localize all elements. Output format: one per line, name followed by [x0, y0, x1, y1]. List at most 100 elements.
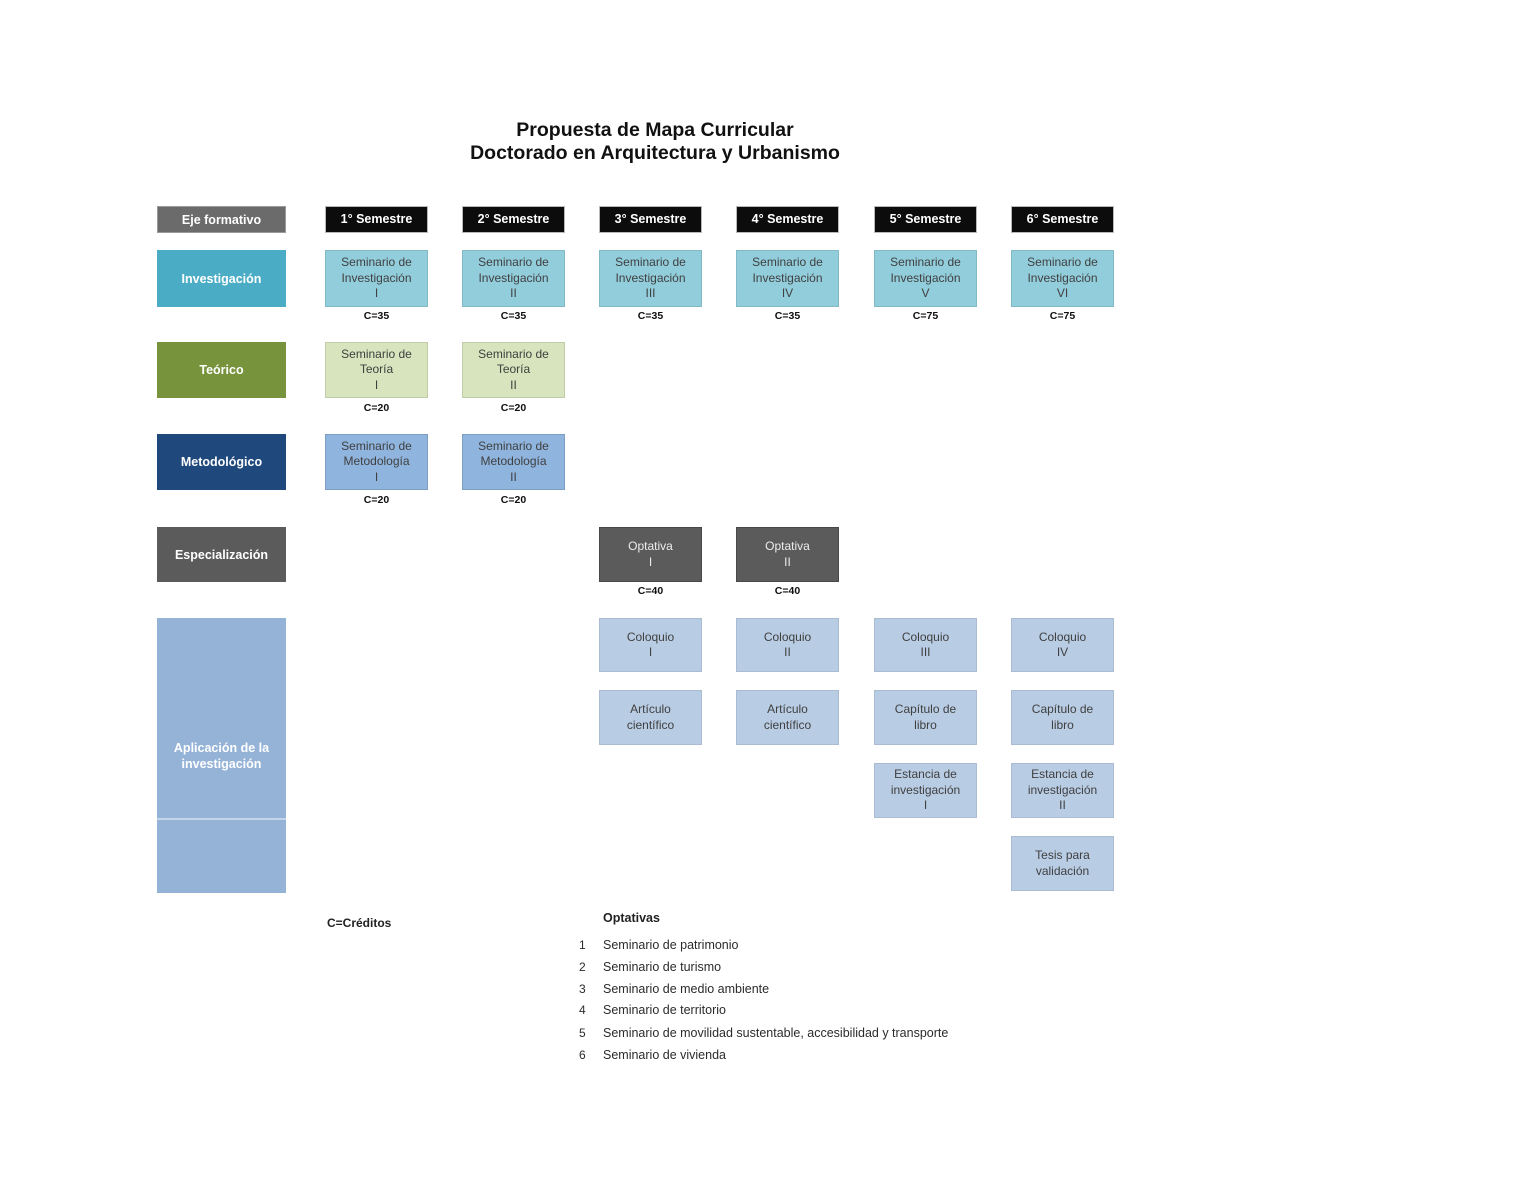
course-title: Coloquio [1038, 629, 1087, 644]
axis-label-text: Teórico [199, 363, 244, 377]
course-title: Coloquio [901, 629, 950, 644]
course-box-capitulo-libro-2: Capítulo de libro [1011, 690, 1114, 745]
optativa-text: Seminario de territorio [603, 1003, 726, 1017]
course-box-coloquio-2: Coloquio II [736, 618, 839, 672]
course-title: Estancia de investigación [890, 767, 961, 797]
optativa-text: Seminario de vivienda [603, 1048, 726, 1062]
axis-label-text: Metodológico [180, 455, 263, 469]
optativa-item-5: 5 Seminario de movilidad sustentable, ac… [579, 1026, 948, 1040]
course-numeral: II [784, 554, 791, 569]
axis-label-text: Aplicación de la investigación [173, 740, 270, 771]
course-title: Seminario de Metodología [341, 438, 412, 469]
semester-4-label: 4° Semestre [751, 211, 824, 226]
course-numeral: II [510, 286, 517, 301]
optativa-text: Seminario de medio ambiente [603, 982, 770, 996]
course-numeral: I [374, 286, 379, 301]
course-box-estancia-investigacion-1: Estancia de investigación I [874, 763, 977, 818]
course-numeral: II [510, 469, 517, 484]
course-box-coloquio-1: Coloquio I [599, 618, 702, 672]
course-box-seminario-investigacion-4: Seminario de Investigación IV [736, 250, 839, 307]
course-numeral: I [374, 469, 379, 484]
course-numeral: VI [1056, 286, 1069, 301]
course-box-articulo-cientifico-1: Artículo científico [599, 690, 702, 745]
optativa-number: 4 [579, 1003, 586, 1017]
optativa-number: 5 [579, 1026, 586, 1040]
semester-3-header: 3° Semestre [599, 206, 702, 233]
semester-1-label: 1° Semestre [340, 211, 413, 226]
credits-label: C=75 [912, 310, 939, 322]
course-title: Seminario de Teoría [341, 346, 412, 377]
axis-aplicacion-label: Aplicación de la investigación [157, 618, 286, 893]
semester-1-header: 1° Semestre [325, 206, 428, 233]
optativa-item-2: 2 Seminario de turismo [579, 960, 721, 974]
course-title: Seminario de Metodología [478, 438, 549, 469]
course-numeral: V [921, 286, 930, 301]
course-title: Optativa [628, 539, 673, 553]
optativa-item-1: 1 Seminario de patrimonio [579, 938, 739, 952]
course-numeral: II [1059, 798, 1066, 813]
credits-legend: C=Créditos [327, 916, 392, 930]
course-numeral: III [645, 286, 656, 301]
course-box-seminario-investigacion-6: Seminario de Investigación VI [1011, 250, 1114, 307]
course-title: Seminario de Investigación [1027, 255, 1098, 285]
course-title: Coloquio [763, 629, 812, 644]
semester-3-label: 3° Semestre [614, 211, 687, 226]
optativa-number: 2 [579, 960, 586, 974]
credits-label: C=20 [500, 402, 527, 414]
page-title-line1: Propuesta de Mapa Curricular [516, 119, 794, 141]
credits-label: C=35 [500, 310, 527, 322]
semester-5-header: 5° Semestre [874, 206, 977, 233]
credits-label: C=40 [637, 585, 664, 597]
page-title: Propuesta de Mapa Curricular Doctorado e… [263, 119, 1047, 165]
axis-especializacion-label: Especialización [157, 527, 286, 582]
course-numeral: IV [1056, 645, 1069, 659]
course-title: Tesis para validación [1035, 848, 1090, 878]
course-title: Estancia de investigación [1027, 767, 1098, 797]
course-box-coloquio-3: Coloquio III [874, 618, 977, 672]
optativa-item-3: 3 Seminario de medio ambiente [579, 982, 769, 996]
credits-label: C=40 [774, 585, 801, 597]
course-numeral: II [510, 377, 517, 392]
credits-label: C=35 [774, 310, 801, 322]
course-title: Seminario de Investigación [615, 255, 686, 285]
credits-label: C=20 [363, 402, 390, 414]
semester-6-label: 6° Semestre [1026, 211, 1099, 226]
course-numeral: IV [781, 286, 794, 301]
course-box-seminario-metodologia-2: Seminario de Metodología II [462, 434, 565, 490]
course-box-coloquio-4: Coloquio IV [1011, 618, 1114, 672]
page-title-line2: Doctorado en Arquitectura y Urbanismo [470, 142, 840, 164]
axis-investigacion-label: Investigación [157, 250, 286, 307]
credits-label: C=20 [500, 494, 527, 506]
course-title: Capítulo de libro [894, 702, 957, 732]
optativa-item-6: 6 Seminario de vivienda [579, 1048, 726, 1062]
course-title: Seminario de Investigación [890, 255, 961, 285]
optativa-item-4: 4 Seminario de territorio [579, 1003, 726, 1017]
optativa-text: Seminario de patrimonio [603, 938, 739, 952]
course-title: Artículo científico [626, 702, 675, 732]
axis-label-text: Especialización [174, 547, 269, 562]
course-title: Seminario de Investigación [341, 255, 412, 285]
course-numeral: III [920, 645, 931, 659]
course-box-tesis-validacion: Tesis para validación [1011, 836, 1114, 891]
course-box-articulo-cientifico-2: Artículo científico [736, 690, 839, 745]
course-numeral: I [648, 645, 653, 659]
course-box-seminario-teoria-1: Seminario de Teoría I [325, 342, 428, 398]
semester-2-header: 2° Semestre [462, 206, 565, 233]
course-box-seminario-teoria-2: Seminario de Teoría II [462, 342, 565, 398]
course-title: Coloquio [626, 629, 675, 644]
credits-label: C=75 [1049, 310, 1076, 322]
optativa-number: 3 [579, 982, 586, 996]
optativa-number: 6 [579, 1048, 586, 1062]
eje-formativo-label: Eje formativo [181, 212, 262, 227]
axis-metodologico-label: Metodológico [157, 434, 286, 490]
eje-formativo-header: Eje formativo [157, 206, 286, 233]
course-box-optativa-1: Optativa I [599, 527, 702, 582]
semester-4-header: 4° Semestre [736, 206, 839, 233]
course-box-capitulo-libro-1: Capítulo de libro [874, 690, 977, 745]
course-box-seminario-investigacion-5: Seminario de Investigación V [874, 250, 977, 307]
section-divider [157, 818, 286, 820]
semester-2-label: 2° Semestre [477, 211, 550, 226]
course-box-seminario-metodologia-1: Seminario de Metodología I [325, 434, 428, 490]
credits-label: C=20 [363, 494, 390, 506]
